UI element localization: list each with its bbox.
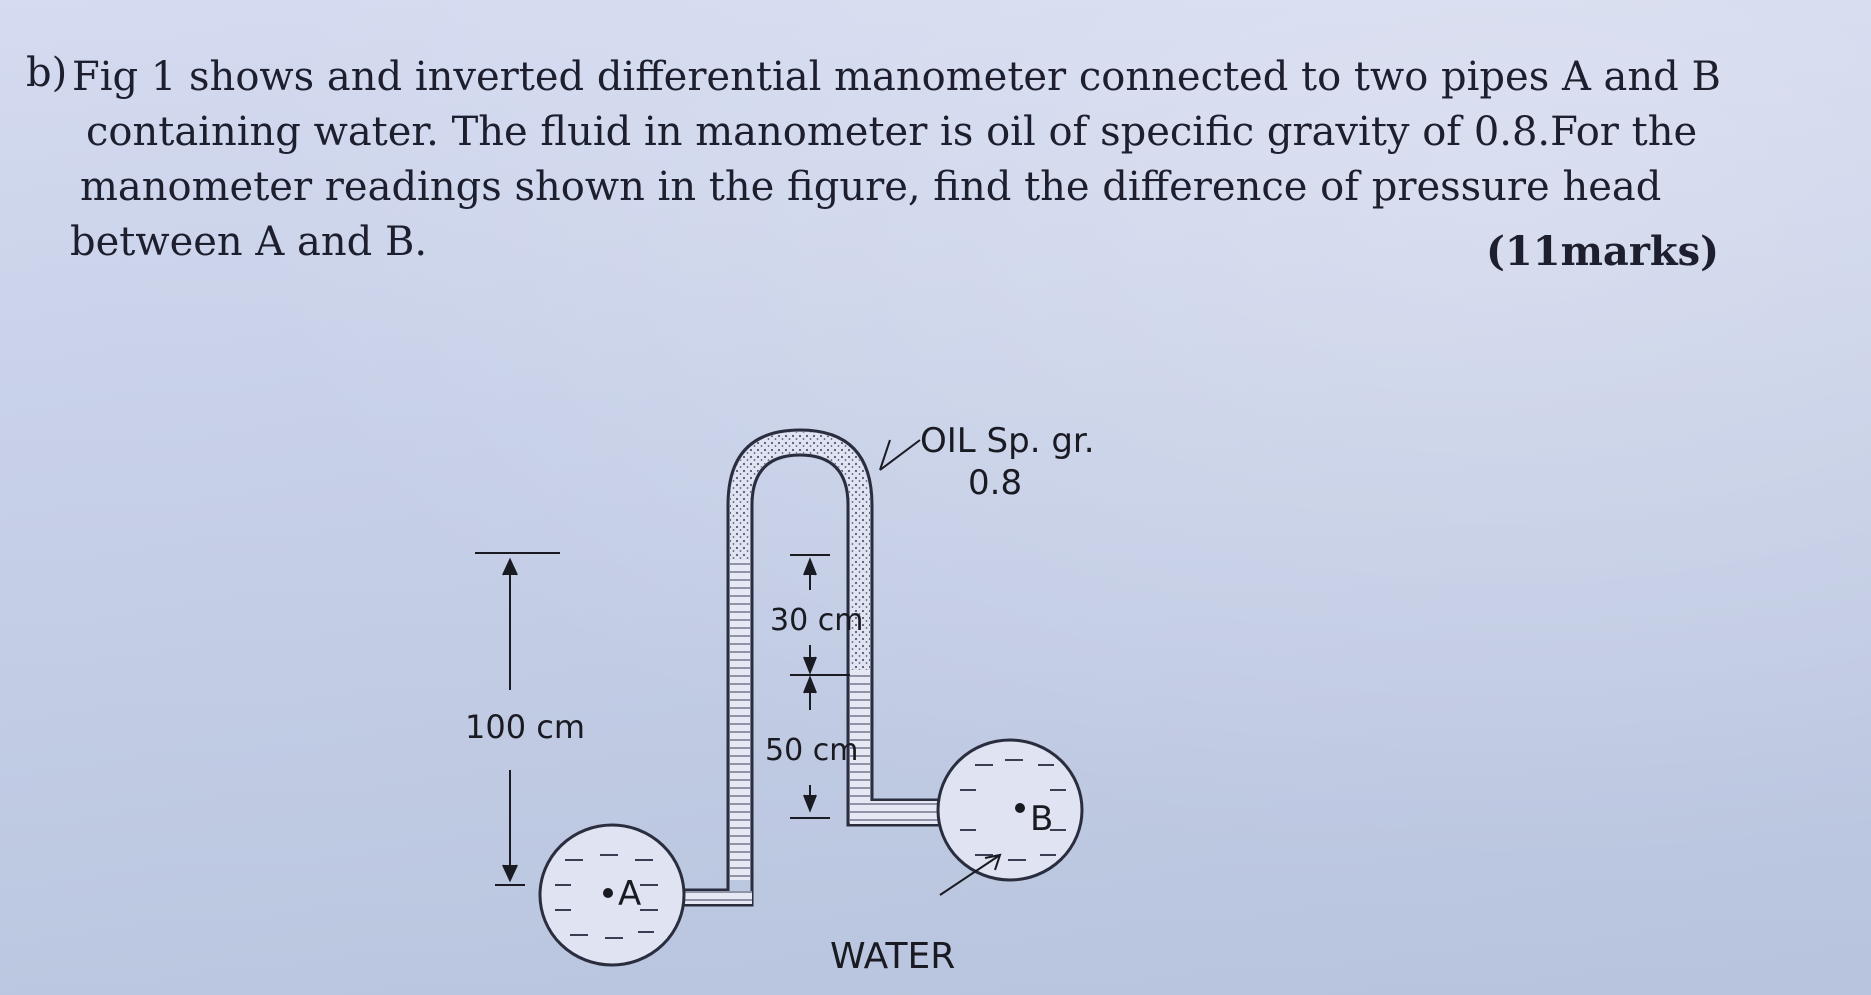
oil-label-line1: OIL Sp. gr. [920,421,1095,461]
dimension-30-50cm [790,554,850,819]
leader-lines [879,439,1002,896]
dim-30-label: 30 cm [770,603,863,638]
dim-50-label: 50 cm [765,733,858,768]
question-line-4: between A and B. [70,219,428,265]
pipe-a-label: A [618,874,641,914]
question-prefix: b) [26,50,68,96]
question-text: Fig 1 shows and inverted differential ma… [70,50,1792,270]
water-label: WATER [830,936,955,977]
dim-100-label: 100 cm [465,708,585,746]
dimension-100cm [475,552,560,886]
oil-label-line2: 0.8 [968,463,1022,503]
pipe-b-label: B [1030,799,1053,839]
question-line-2: containing water. The fluid in manometer… [86,109,1698,155]
question-line-1: Fig 1 shows and inverted differential ma… [72,54,1721,100]
pipe-a [538,823,686,967]
marks-label: (11marks) [1486,228,1720,275]
u-tube [680,428,960,907]
question-line-3: manometer readings shown in the figure, … [80,164,1662,210]
pipe-b [936,738,1084,882]
